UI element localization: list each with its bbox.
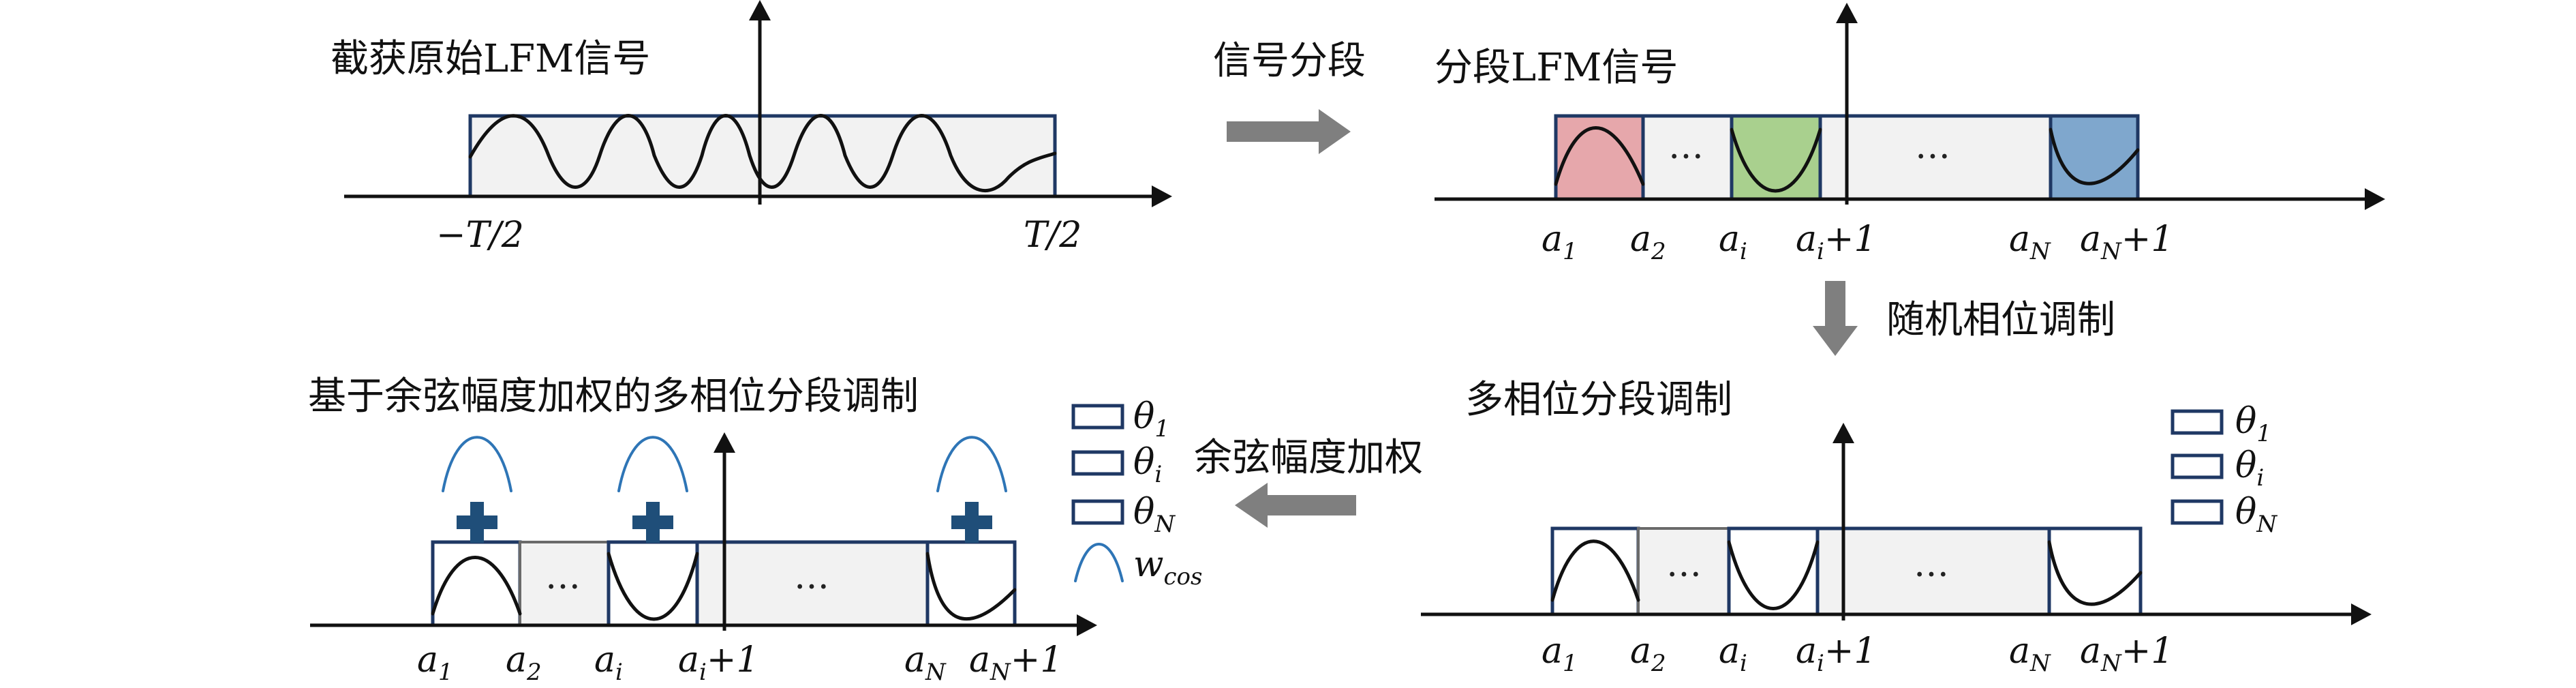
- cos-weight-curve-n: [936, 436, 1007, 492]
- segment-wave-n: [2049, 128, 2140, 185]
- time-axis-arrowhead: [2351, 603, 2372, 625]
- phase-wave-i: [1727, 540, 1820, 610]
- legend-swatch: [1071, 499, 1124, 525]
- boundary-label: a1: [1542, 631, 1578, 677]
- boundary-label: ai: [594, 640, 623, 686]
- label-random-phase: 随机相位调制: [1886, 298, 2115, 342]
- boundary-label: ai+1: [678, 640, 759, 686]
- panel-cos-weighted: 基于余弦幅度加权的多相位分段调制 … … a1 a2 ai ai+1 aN aN…: [308, 374, 1202, 686]
- phase-gap-2: [1815, 526, 2051, 616]
- weighted-segment-n: [925, 540, 1017, 627]
- phase-gap-1: [1637, 527, 1730, 616]
- segment-boundary-labels: a1 a2 ai ai+1 aN aN+1: [417, 640, 1062, 686]
- phase-wave-1: [1550, 539, 1640, 602]
- right-arrow: [1227, 109, 1351, 154]
- boundary-label: aN+1: [2080, 219, 2173, 265]
- time-axis-arrowhead: [2365, 188, 2385, 210]
- ellipsis-1: …: [545, 556, 581, 597]
- time-axis-arrowhead: [1077, 614, 1097, 636]
- boundary-label: aN: [2009, 631, 2051, 677]
- ellipsis-2: …: [794, 556, 829, 597]
- legend-theta-i: θi: [2235, 445, 2264, 492]
- panel-title-cos-weighted: 基于余弦幅度加权的多相位分段调制: [308, 374, 919, 419]
- plus-icon: [951, 502, 992, 543]
- legend-swatch: [1071, 450, 1124, 476]
- boundary-label: a1: [1542, 219, 1578, 265]
- weighted-wave-1: [431, 556, 522, 616]
- legend-swatch: [2171, 453, 2224, 479]
- boundary-label: ai: [1719, 631, 1747, 677]
- legend-theta-n: θN: [2235, 492, 2278, 538]
- boundary-label: ai: [1719, 219, 1747, 265]
- segment-gap-1: [1641, 114, 1734, 201]
- weighted-gap-1: [519, 541, 610, 627]
- label-cos-weight: 余弦幅度加权: [1194, 436, 1423, 480]
- weighted-wave-i: [607, 552, 699, 621]
- segment-boundary-labels: a1 a2 ai ai+1 aN aN+1: [1542, 219, 2173, 265]
- weighted-legend: θ1 θi θN wcos: [1071, 396, 1202, 590]
- time-axis-arrowhead: [1152, 185, 1172, 207]
- segment-boundary-labels: a1 a2 ai ai+1 aN aN+1: [1542, 631, 2173, 677]
- left-arrow: [1235, 483, 1356, 528]
- weighted-wave-n: [925, 552, 1017, 620]
- boundary-label: aN+1: [2080, 631, 2173, 677]
- ellipsis-1: …: [1666, 544, 1702, 585]
- ellipsis-2: …: [1914, 544, 1949, 585]
- boundary-label: a2: [506, 640, 542, 686]
- legend-w-cos: wcos: [1133, 544, 1202, 590]
- amplitude-axis-arrowhead: [1836, 3, 1858, 23]
- segment-wave-1: [1554, 126, 1645, 186]
- cos-weight-curve-1: [442, 436, 512, 492]
- arrow-cos-weight: 余弦幅度加权: [1194, 436, 1423, 528]
- legend-swatch: [2171, 409, 2224, 435]
- panel-segmented-lfm: 分段LFM信号 … … a1 a2 ai ai+1 aN aN+1: [1435, 3, 2385, 265]
- segment-blue: [2049, 114, 2140, 201]
- amplitude-axis-arrowhead: [1833, 423, 1854, 443]
- phase-segment-i: [1727, 526, 1820, 616]
- boundary-label: aN: [2009, 219, 2051, 265]
- legend-theta-1: θ1: [1133, 396, 1169, 443]
- plus-icon: [632, 502, 673, 543]
- plus-icon: [457, 502, 497, 543]
- boundary-label: a2: [1630, 631, 1666, 677]
- panel-multiphase: 多相位分段调制 … … a1 a2 ai ai+1 aN aN+1 θ1 θi: [1421, 378, 2372, 677]
- panel-original-lfm: 截获原始LFM信号 −T/2 T/2: [331, 0, 1172, 256]
- ellipsis-2: …: [1915, 126, 1950, 167]
- panel-title-segmented: 分段LFM信号: [1435, 46, 1678, 90]
- arrow-random-phase: 随机相位调制: [1813, 281, 2115, 356]
- legend-theta-i: θi: [1133, 442, 1162, 488]
- panel-title-original: 截获原始LFM信号: [331, 37, 650, 81]
- boundary-label: aN+1: [969, 640, 1062, 686]
- segment-green: [1730, 114, 1822, 201]
- boundary-label: a2: [1630, 219, 1666, 265]
- ellipsis-1: …: [1668, 126, 1704, 167]
- weighted-segment-i: [607, 540, 699, 627]
- boundary-label: a1: [417, 640, 453, 686]
- legend-theta-n: θN: [1133, 492, 1176, 538]
- legend-swatch: [2171, 499, 2224, 525]
- amplitude-axis-arrowhead: [714, 432, 735, 453]
- panel-title-multiphase: 多相位分段调制: [1465, 378, 1732, 422]
- t-pos-label: T/2: [1024, 215, 1082, 256]
- label-segment: 信号分段: [1213, 39, 1366, 83]
- boundary-label: aN: [904, 640, 947, 686]
- amplitude-axis-arrowhead: [749, 0, 771, 20]
- phase-legend: θ1 θi θN: [2171, 401, 2278, 538]
- phase-segment-n: [2047, 526, 2143, 616]
- boundary-label: ai+1: [1796, 631, 1877, 677]
- segment-wave-i: [1730, 128, 1822, 193]
- down-arrow: [1813, 281, 1858, 356]
- boundary-label: ai+1: [1796, 219, 1877, 265]
- cos-weight-legend-icon: [1074, 543, 1124, 582]
- legend-theta-1: θ1: [2235, 401, 2271, 447]
- t-neg-label: −T/2: [436, 215, 524, 256]
- arrow-segment: 信号分段: [1213, 39, 1366, 154]
- cos-weight-curve-i: [617, 436, 688, 492]
- legend-swatch: [1071, 404, 1124, 430]
- phase-wave-n: [2047, 540, 2143, 606]
